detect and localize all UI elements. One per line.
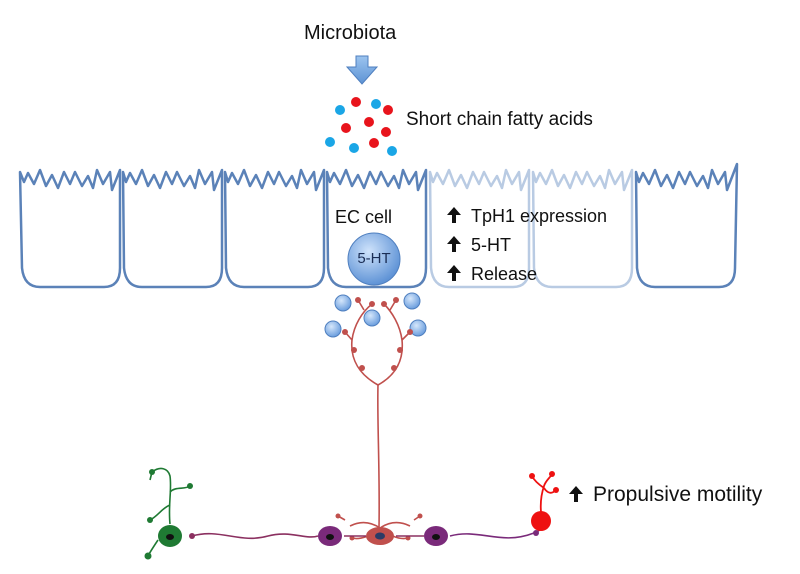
effect-release: Release bbox=[445, 264, 537, 285]
motor-neuron bbox=[531, 473, 557, 513]
epithelial-cell-faded bbox=[531, 168, 634, 289]
scfa-label: Short chain fatty acids bbox=[406, 109, 593, 130]
serotonin-vesicle bbox=[409, 319, 427, 337]
serotonin-vesicle bbox=[363, 309, 381, 327]
epithelial-cell bbox=[634, 162, 739, 289]
motor-neuron-boutons bbox=[529, 471, 559, 493]
scfa-dot bbox=[349, 143, 359, 153]
up-arrow-icon bbox=[447, 265, 461, 281]
ascending-interneuron-boutons bbox=[144, 469, 193, 560]
serotonin-vesicle bbox=[324, 320, 342, 338]
serotonin-label: 5-HT bbox=[357, 250, 391, 267]
scfa-particles bbox=[325, 97, 397, 156]
sensory-neuron bbox=[337, 299, 421, 540]
propulsive-motility-text: Propulsive motility bbox=[593, 483, 763, 506]
serotonin-vesicles bbox=[324, 292, 427, 338]
scfa-dot bbox=[351, 97, 361, 107]
propulsive-motility: Propulsive motility bbox=[567, 483, 762, 507]
epithelial-cell bbox=[18, 168, 122, 289]
interneuron-nucleus bbox=[326, 534, 334, 540]
scfa-dot bbox=[325, 137, 335, 147]
effect-5ht-text: 5-HT bbox=[471, 235, 511, 255]
effect-release-text: Release bbox=[471, 264, 538, 284]
up-arrow-icon bbox=[447, 207, 461, 223]
ascending-interneuron-nucleus bbox=[166, 534, 174, 540]
serotonin-granule bbox=[347, 232, 401, 286]
sensory-neuron-boutons bbox=[335, 297, 423, 541]
serotonin-vesicle bbox=[403, 292, 421, 310]
scfa-dot bbox=[369, 138, 379, 148]
effect-tph1: TpH1 expression bbox=[445, 206, 607, 227]
scfa-dot bbox=[341, 123, 351, 133]
ec-cell-outline bbox=[325, 168, 428, 289]
scfa-dot bbox=[387, 146, 397, 156]
epithelial-cell bbox=[121, 168, 224, 289]
interneuron-terminal bbox=[189, 533, 195, 539]
effect-5ht: 5-HT bbox=[445, 235, 511, 256]
scfa-dot bbox=[383, 105, 393, 115]
epithelial-cell bbox=[223, 168, 326, 289]
epithelium bbox=[18, 162, 739, 289]
interneuron-terminal bbox=[533, 530, 539, 536]
scfa-dot bbox=[381, 127, 391, 137]
up-arrow-icon bbox=[447, 236, 461, 252]
scfa-dot bbox=[371, 99, 381, 109]
scfa-dot bbox=[364, 117, 374, 127]
scfa-dot bbox=[335, 105, 345, 115]
ec-cell-label: EC cell bbox=[335, 207, 393, 227]
down-arrow-icon bbox=[345, 55, 379, 85]
motor-neuron-soma bbox=[531, 511, 551, 531]
sensory-neuron-nucleus bbox=[375, 532, 385, 540]
up-arrow-icon bbox=[569, 486, 583, 502]
epithelial-cell-faded bbox=[428, 168, 531, 289]
effect-tph1-text: TpH1 expression bbox=[471, 206, 608, 226]
serotonin-vesicle bbox=[334, 294, 352, 312]
microbiota-label: Microbiota bbox=[304, 22, 397, 44]
interneuron-nucleus bbox=[432, 534, 440, 540]
